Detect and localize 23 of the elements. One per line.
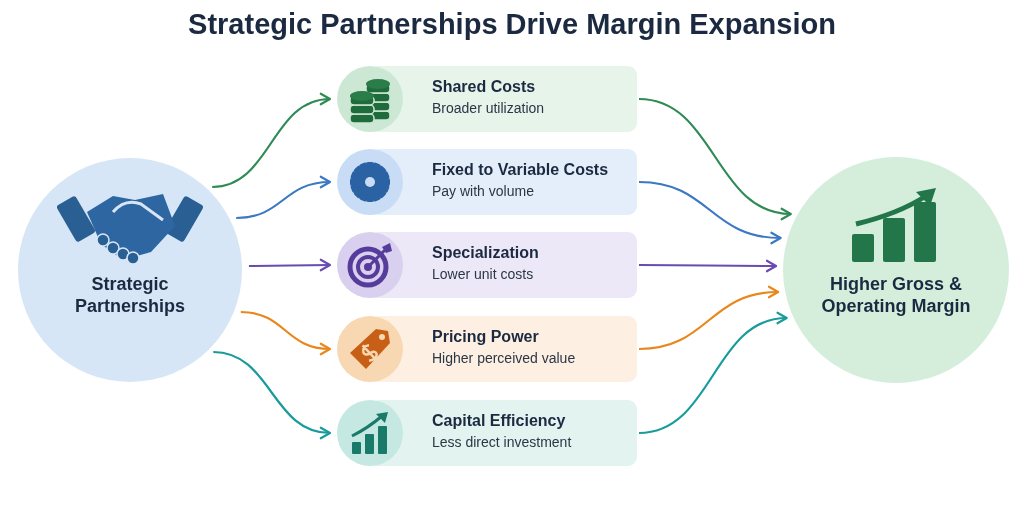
card-subtext: Broader utilization (432, 100, 545, 116)
arrow (638, 97, 792, 220)
arrow (639, 259, 778, 273)
card-subtext: Less direct investment (432, 434, 572, 450)
card-subtext: Higher perceived value (432, 350, 576, 366)
arrow (638, 286, 780, 351)
card-heading: Capital Efficiency (432, 412, 566, 430)
arrow (248, 258, 332, 272)
card-subtext: Lower unit costs (432, 266, 534, 282)
diagram-title: Strategic Partnerships Drive Margin Expansion (187, 8, 837, 41)
node-label: Higher Gross & Operating Margin (820, 274, 972, 318)
arrow (638, 312, 788, 435)
arrow (236, 176, 332, 220)
card-heading: Shared Costs (432, 78, 536, 96)
card-heading: Pricing Power (432, 328, 539, 346)
card-heading: Specialization (432, 244, 539, 262)
card-subtext: Pay with volume (432, 183, 534, 199)
node-label: Strategic Partnerships (73, 274, 186, 318)
arrow (240, 310, 332, 355)
arrow (638, 180, 782, 244)
arrow (213, 350, 332, 439)
card-heading: Fixed to Variable Costs (432, 161, 609, 179)
arrow (212, 93, 332, 189)
